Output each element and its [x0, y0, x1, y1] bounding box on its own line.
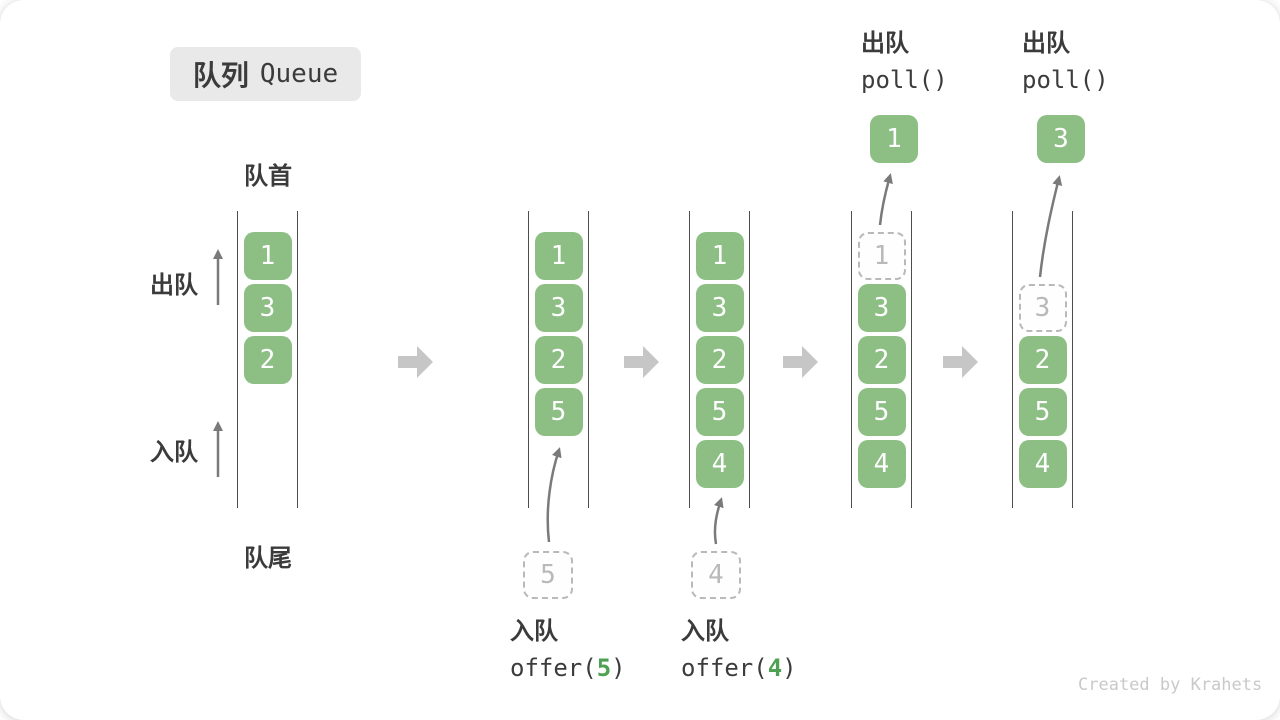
queue-element: 5: [695, 388, 744, 436]
op-label: 入队: [510, 618, 558, 645]
title-english: Queue: [259, 59, 339, 89]
queue-element: 4: [1018, 440, 1067, 488]
transition-arrow-icon: [624, 346, 659, 378]
op-label: 出队: [1022, 30, 1070, 57]
queue-state-after-poll-1: 1 3 2 5 4: [851, 211, 912, 508]
queue-state-initial: 1 3 2: [237, 211, 298, 508]
queue-element: 1: [243, 232, 292, 280]
queue-front-label: 队首: [244, 163, 292, 190]
queue-state-after-offer-4: 1 3 2 5 4: [689, 211, 750, 508]
op-code: poll(): [861, 66, 948, 94]
queue-element: 2: [534, 336, 583, 384]
title-chinese: 队列: [192, 60, 249, 91]
queue-element: 5: [534, 388, 583, 436]
queue-element-removed: 3: [1018, 284, 1067, 332]
popped-element-1: 1: [870, 115, 918, 163]
queue-element: 2: [1018, 336, 1067, 384]
watermark: Created by Krahets: [1078, 675, 1263, 695]
op-code: offer(4): [681, 654, 797, 682]
incoming-element-5: 5: [523, 551, 573, 599]
title-box: 队列 Queue: [170, 47, 361, 101]
queue-element: 1: [534, 232, 583, 280]
queue-element: 2: [243, 336, 292, 384]
op-caption-poll-1: 出队 poll(): [861, 26, 948, 98]
queue-element: 2: [695, 336, 744, 384]
op-caption-offer-5: 入队 offer(5): [510, 614, 626, 686]
transition-arrow-icon: [398, 346, 433, 378]
queue-element-removed: 1: [857, 232, 906, 280]
op-code: poll(): [1022, 66, 1109, 94]
queue-state-after-poll-3: 3 2 5 4: [1012, 211, 1073, 508]
op-label: 出队: [861, 30, 909, 57]
transition-arrow-icon: [783, 346, 818, 378]
queue-element: 3: [695, 284, 744, 332]
enqueue-label: 入队: [150, 439, 198, 466]
queue-element: 3: [534, 284, 583, 332]
queue-element: 5: [857, 388, 906, 436]
queue-element: 4: [857, 440, 906, 488]
dequeue-label: 出队: [150, 272, 198, 299]
queue-element: 4: [695, 440, 744, 488]
queue-element: 3: [857, 284, 906, 332]
transition-arrow-icon: [943, 346, 978, 378]
queue-state-after-offer-5: 1 3 2 5: [528, 211, 589, 508]
op-code: offer(5): [510, 654, 626, 682]
queue-element: 2: [857, 336, 906, 384]
queue-element: 5: [1018, 388, 1067, 436]
queue-element: 3: [243, 284, 292, 332]
queue-rear-label: 队尾: [244, 545, 292, 572]
op-caption-poll-3: 出队 poll(): [1022, 26, 1109, 98]
op-caption-offer-4: 入队 offer(4): [681, 614, 797, 686]
op-label: 入队: [681, 618, 729, 645]
popped-element-3: 3: [1037, 115, 1085, 163]
queue-element: 1: [695, 232, 744, 280]
incoming-element-4: 4: [691, 551, 741, 599]
